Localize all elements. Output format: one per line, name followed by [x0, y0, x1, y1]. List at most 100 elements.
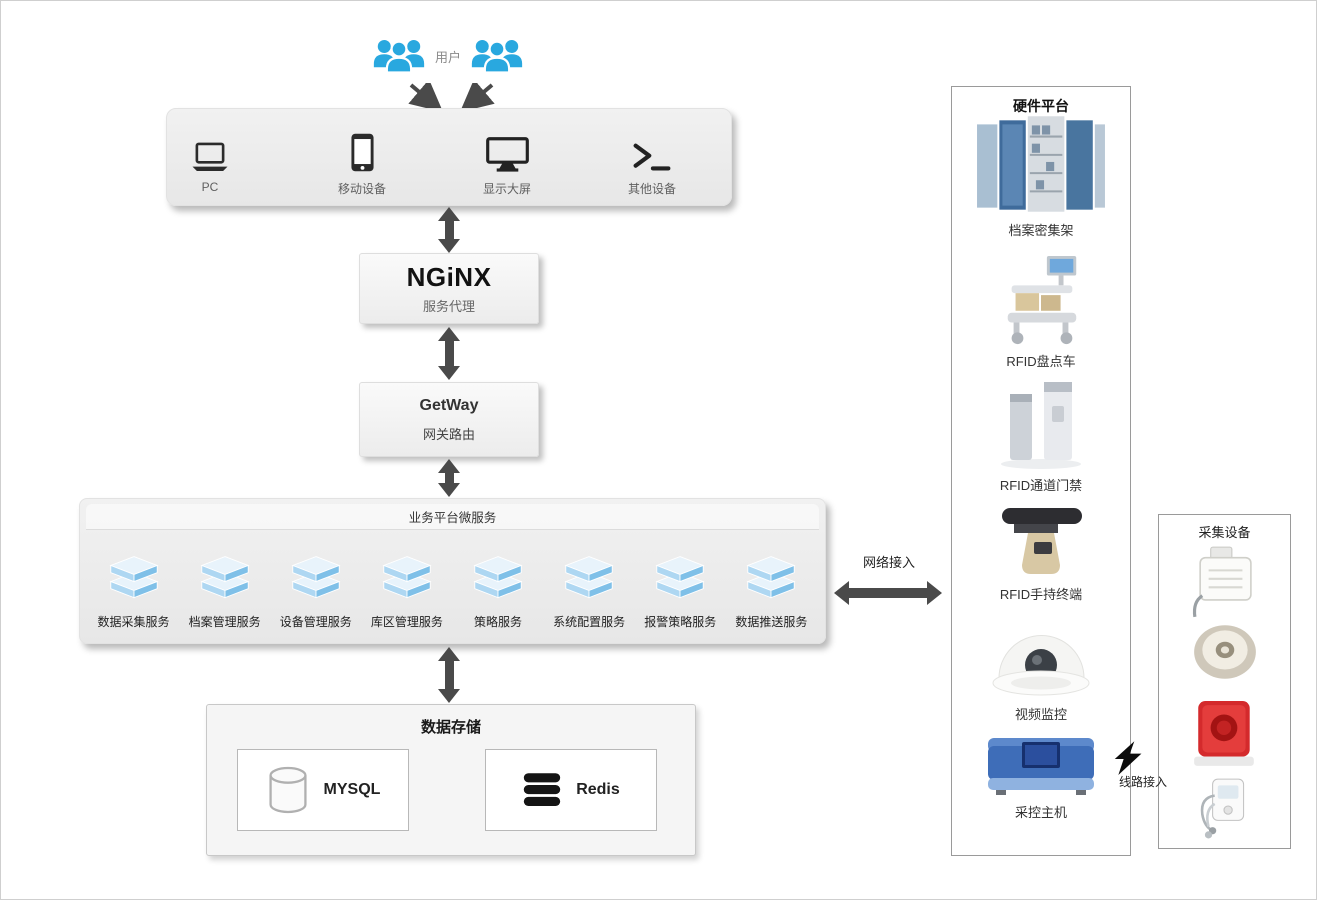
network-access-label: 网络接入: [862, 555, 915, 570]
microservices-panel: 业务平台微服务 数据采集服务 档案管理服务 设备管理服务 库区管理服务 策略服务: [79, 498, 826, 644]
mysql-node: MYSQL: [237, 749, 409, 831]
hw-label: RFID手持终端: [999, 587, 1083, 602]
microservices-row: 数据采集服务 档案管理服务 设备管理服务 库区管理服务 策略服务 系统配置服务: [88, 553, 817, 630]
server-stack-icon: [656, 556, 704, 599]
arrow-microservices-storage: [437, 647, 461, 703]
hw-rfid-handheld: RFID手持终端: [952, 498, 1130, 603]
service-label: 库区管理服务: [370, 615, 443, 629]
arrow-shaft: [444, 341, 454, 366]
arrow-shaft: [444, 221, 454, 239]
user-group-icon: [471, 38, 524, 74]
laptop-icon: [189, 125, 231, 173]
users-to-clients-arrows: [408, 83, 495, 111]
gateway-title: GetWay: [419, 396, 479, 414]
client-other: 其他设备: [609, 125, 695, 197]
terminal-icon: [632, 125, 672, 173]
hw-label: RFID盘点车: [1006, 354, 1076, 369]
users-group: 用户: [373, 35, 524, 77]
alarm-siren-image: [1193, 701, 1254, 766]
collector-smoke-detector: [1159, 623, 1290, 681]
server-stack-icon: [109, 556, 158, 599]
control-host-image: [987, 738, 1094, 795]
hardware-title: 硬件平台: [1013, 98, 1069, 114]
compact-shelving-image: [977, 116, 1105, 212]
redis-node: Redis: [485, 749, 657, 831]
lightning-bolt-icon: [1114, 741, 1142, 775]
client-mobile: 移动设备: [319, 125, 405, 197]
redis-stack-icon: [524, 772, 561, 806]
server-stack-icon: [565, 556, 613, 599]
hw-rfid-gate: RFID通道门禁: [952, 376, 1130, 494]
hw-compact-shelving: 档案密集架: [952, 114, 1130, 239]
arrow-clients-nginx: [437, 207, 461, 253]
wired-sensor-image: [1200, 778, 1244, 839]
service-strategy: 策略服务: [453, 553, 544, 630]
users-label: 用户: [435, 50, 462, 65]
hw-label: 档案密集架: [1008, 223, 1074, 238]
arrow-shaft: [849, 588, 927, 598]
gateway-sublabel: 网关路由: [422, 426, 475, 442]
service-label: 策略服务: [474, 615, 523, 629]
user-group-icon: [373, 38, 425, 74]
server-stack-icon: [292, 556, 340, 599]
rfid-handheld-image: [1001, 508, 1082, 574]
client-label: 显示大屏: [482, 182, 531, 196]
service-label: 设备管理服务: [279, 615, 352, 629]
service-sys-config: 系统配置服务: [544, 553, 635, 630]
service-label: 档案管理服务: [188, 615, 261, 629]
microservices-title: 业务平台微服务: [86, 504, 819, 530]
hw-control-host: 采控主机: [952, 730, 1130, 821]
server-stack-icon: [747, 556, 796, 599]
hw-label: 采控主机: [1014, 805, 1067, 820]
hw-dome-camera: 视频监控: [952, 620, 1130, 723]
collector-sensor: [1159, 545, 1290, 619]
arrow-nginx-gateway: [437, 327, 461, 380]
arrow-network-access: [834, 580, 942, 606]
storage-panel: 数据存储 MYSQL Redis: [206, 704, 696, 856]
client-label: PC: [201, 180, 219, 194]
rfid-gate-image: [1001, 382, 1081, 469]
gateway-node: GetWay 网关路由: [359, 382, 539, 457]
service-alarm-strategy: 报警策略服务: [635, 553, 726, 630]
service-archive-mgmt: 档案管理服务: [179, 553, 270, 630]
nginx-sublabel: 服务代理: [422, 299, 475, 314]
server-stack-icon: [201, 556, 249, 599]
monitor-icon: [485, 125, 530, 173]
nginx-node: NGiNX 服务代理: [359, 253, 539, 324]
collect-devices-panel: 采集设备: [1158, 514, 1291, 849]
client-devices-panel: PC 移动设备 显示大屏 其他设备: [166, 108, 732, 206]
client-bigscreen: 显示大屏: [464, 125, 550, 197]
client-label: 移动设备: [337, 182, 386, 196]
rfid-cart-image: [1007, 255, 1077, 345]
nginx-logo: NGiNX: [406, 262, 492, 292]
client-label: 其他设备: [627, 182, 676, 196]
database-cylinder-icon: [268, 766, 307, 814]
storage-title: 数据存储: [420, 719, 481, 736]
service-device-mgmt: 设备管理服务: [270, 553, 361, 630]
mysql-label: MYSQL: [323, 781, 381, 798]
service-label: 系统配置服务: [553, 615, 626, 629]
arrow-shaft: [444, 661, 454, 689]
hw-rfid-cart: RFID盘点车: [952, 254, 1130, 370]
smoke-detector-image: [1193, 625, 1256, 679]
server-stack-icon: [383, 556, 431, 599]
temperature-humidity-sensor-image: [1192, 546, 1252, 618]
hardware-panel: 硬件平台 档案密集架: [951, 86, 1131, 856]
smartphone-icon: [350, 125, 375, 173]
service-warehouse-mgmt: 库区管理服务: [361, 553, 452, 630]
client-pc: PC: [167, 125, 253, 194]
line-access-label: 线路接入: [1119, 775, 1168, 789]
service-label: 数据采集服务: [97, 615, 170, 629]
redis-label: Redis: [576, 781, 620, 798]
arrow-gateway-microservices: [437, 459, 461, 497]
service-label: 报警策略服务: [644, 615, 717, 629]
service-label: 数据推送服务: [735, 615, 808, 629]
collector-alarm-siren: [1159, 699, 1290, 769]
collect-devices-title: 采集设备: [1198, 525, 1251, 540]
service-data-push: 数据推送服务: [726, 553, 817, 630]
hw-label: RFID通道门禁: [999, 478, 1083, 493]
collector-wired-sensor: [1159, 775, 1290, 839]
hw-label: 视频监控: [1014, 707, 1067, 722]
server-stack-icon: [474, 556, 522, 599]
